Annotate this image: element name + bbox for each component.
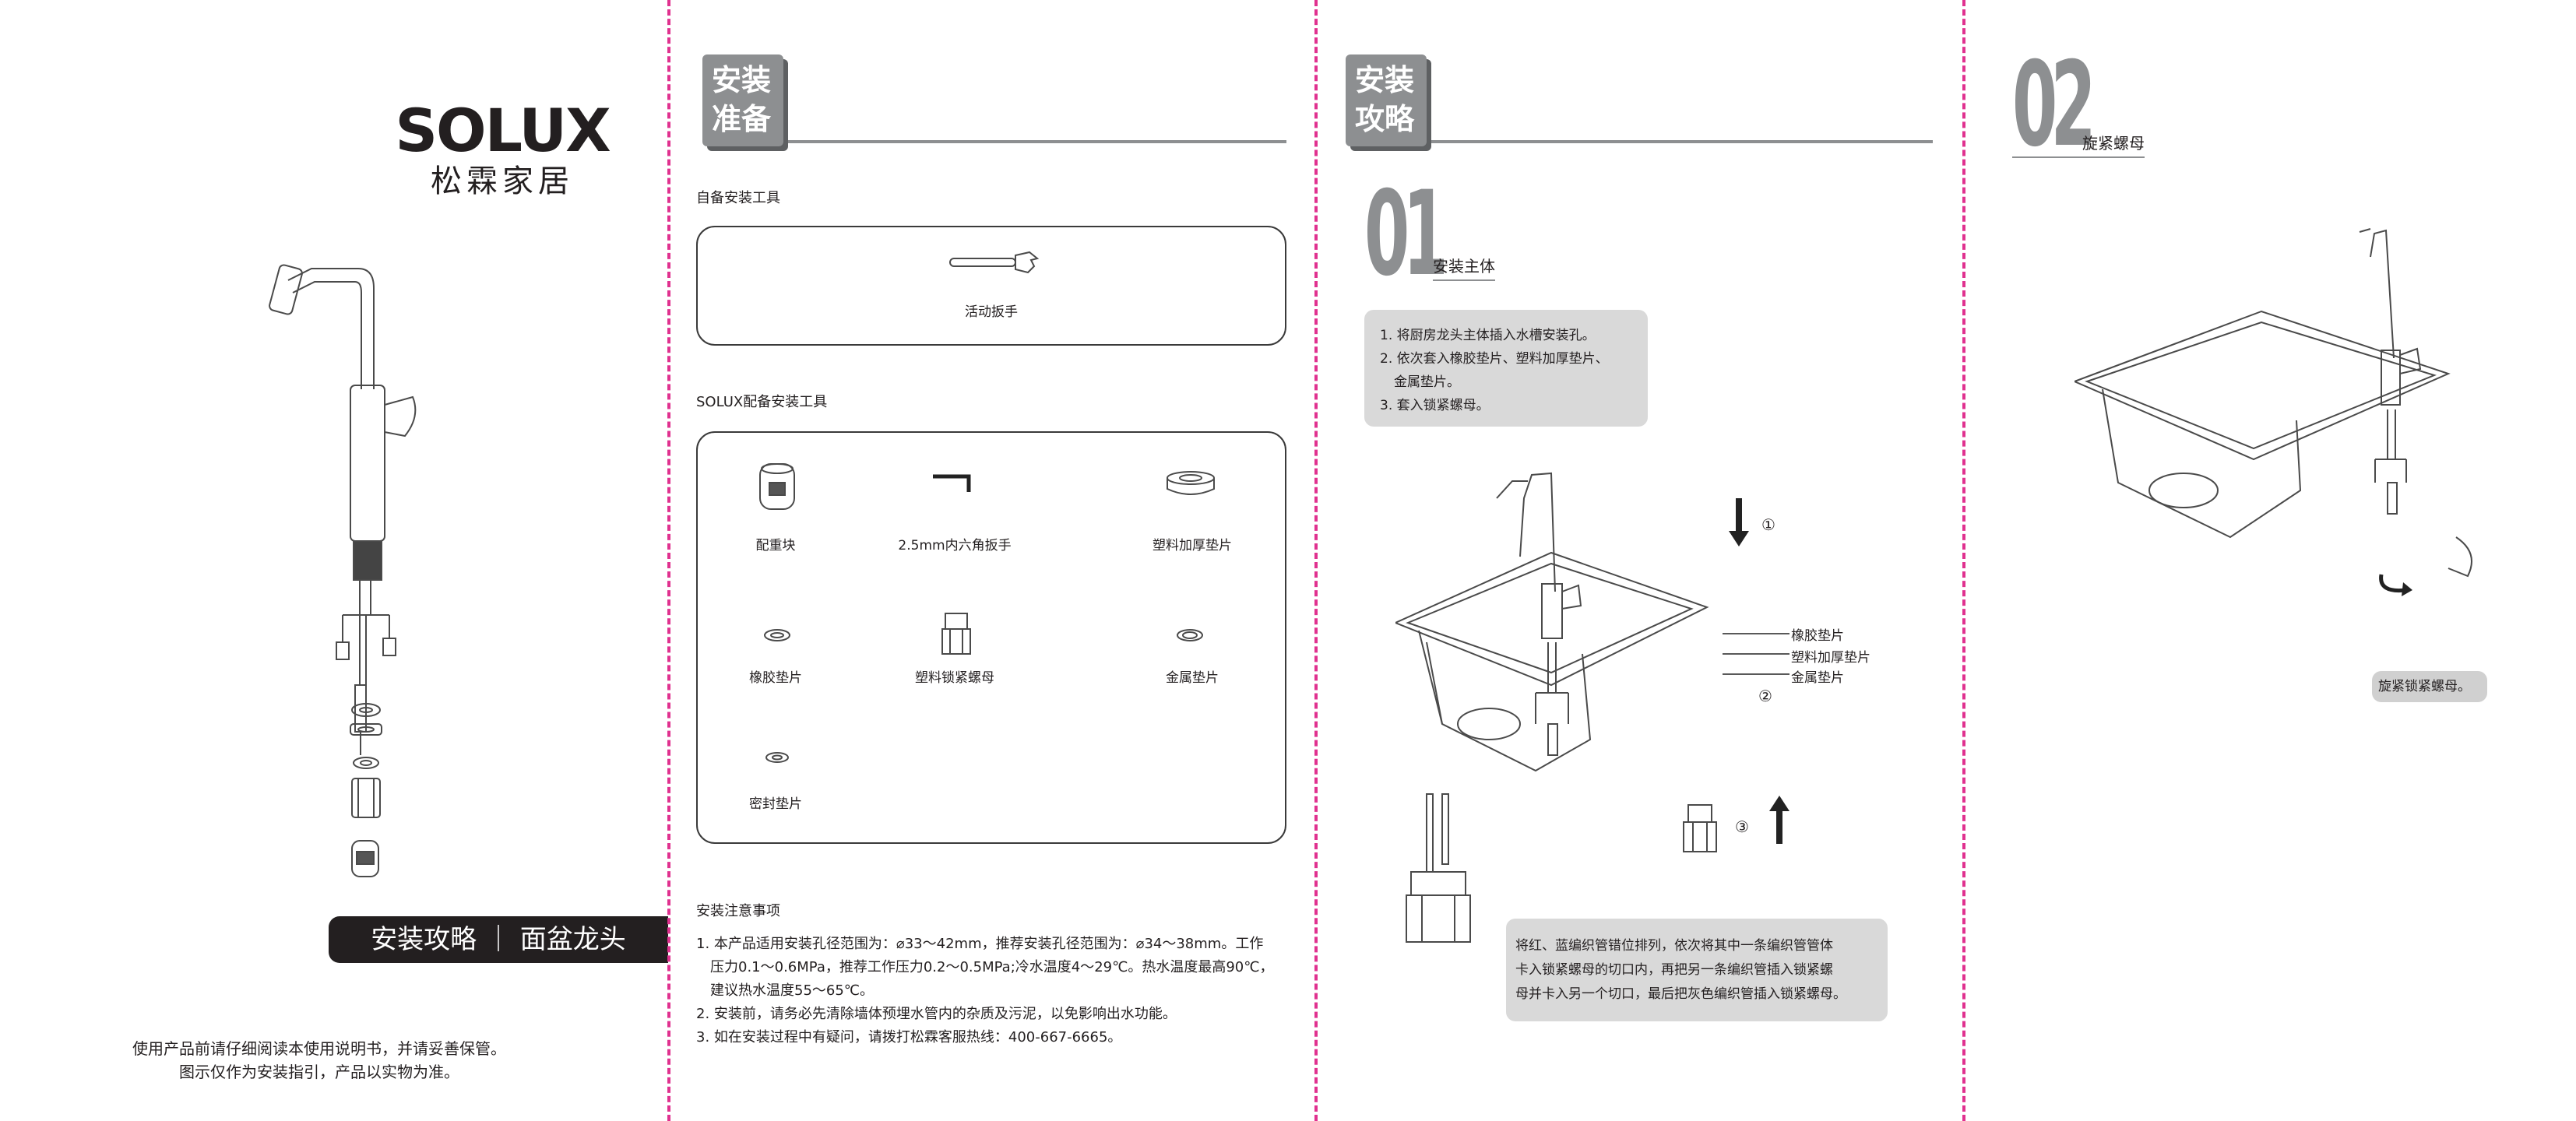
fold-line-1 <box>667 0 670 1121</box>
note-line: 压力0.1～0.6MPa，推荐工作压力0.2～0.5MPa;冷水温度4～29℃。… <box>710 959 1274 975</box>
step1-instruction: 金属垫片。 <box>1394 374 1460 390</box>
prep-panel: 安装 准备 自备安装工具 活动扳手 SOLUX配备安装工具 配重块 2.5mm内… <box>671 0 1314 1121</box>
step2-title: 旋紧螺母 <box>2012 131 2145 158</box>
prep-section-rule <box>788 140 1286 143</box>
notes-list: 1. 本产品适用安装孔径范围为：⌀33～42mm，推荐安装孔径范围为：⌀34～3… <box>696 933 1311 1049</box>
callout-metal-washer: 金属垫片 <box>1791 670 1844 686</box>
tool-label-counterweight: 配重块 <box>755 538 796 553</box>
metal-washer-icon <box>1177 629 1203 641</box>
fold-line-2 <box>1314 0 1318 1121</box>
cover-notice-line2: 图示仅作为安装指引，产品以实物为准。 <box>179 1063 459 1081</box>
marker-2: ② <box>1758 687 1772 705</box>
arrow-up-icon <box>1769 796 1789 844</box>
sink-install-illustration <box>1395 472 1709 772</box>
hose-note-line: 母并卡入另一个切口，最后把灰色编织管插入锁紧螺母。 <box>1515 986 1846 1002</box>
cover-notice: 使用产品前请仔细阅读本使用说明书，并请妥善保管。 图示仅作为安装指引，产品以实物… <box>117 1037 522 1084</box>
guide-section-tab: 安装 攻略 <box>1346 54 1427 146</box>
fold-line-3 <box>1962 0 1965 1121</box>
faucet-exploded-illustration <box>269 264 417 755</box>
tool-label-thick-gasket: 塑料加厚垫片 <box>1153 538 1232 553</box>
wrench-icon <box>949 251 1040 274</box>
step1-instruction: 1. 将厨房龙头主体插入水槽安装孔。 <box>1380 328 1596 343</box>
step1-instruction: 3. 套入锁紧螺母。 <box>1380 398 1490 413</box>
guide-step2-panel: 02 旋紧螺母 旋紧锁紧螺母。 <box>1965 0 2576 1121</box>
step1-title: 安装主体 <box>1433 254 1495 281</box>
wrench-label: 活动扳手 <box>965 304 1018 320</box>
note-line: 建议热水温度55～65℃。 <box>710 982 875 999</box>
guide-tab-line2: 攻略 <box>1355 102 1415 136</box>
hose-note-line: 将红、蓝编织管错位排列，依次将其中一条编织管管体 <box>1515 938 1833 954</box>
guide-section-rule <box>1431 140 1933 143</box>
thick-gasket-icon <box>1167 471 1215 495</box>
note-line: 1. 本产品适用安装孔径范围为：⌀33～42mm，推荐安装孔径范围为：⌀34～3… <box>696 936 1264 952</box>
rotate-arrow-icon <box>2379 574 2412 596</box>
cover-panel: SOLUX 松霖家居 <box>0 0 668 1121</box>
tool-label-metal-washer: 金属垫片 <box>1166 670 1219 686</box>
self-tools-heading: 自备安装工具 <box>696 190 780 206</box>
prep-section-tab: 安装 准备 <box>702 54 783 146</box>
lock-nut-icon <box>941 613 971 655</box>
cover-title-band: 安装攻略 ｜ 面盆龙头 <box>329 916 668 963</box>
step1-instructions-box: 1. 将厨房龙头主体插入水槽安装孔。 2. 依次套入橡胶垫片、塑料加厚垫片、 金… <box>1364 310 1648 427</box>
callout-thick-gasket: 塑料加厚垫片 <box>1791 650 1870 666</box>
tool-label-seal-washer: 密封垫片 <box>749 796 802 812</box>
hose-nut-detail-illustration <box>1406 793 1471 943</box>
arrow-down-icon <box>1729 498 1749 546</box>
tool-label-lock-nut: 塑料锁紧螺母 <box>915 670 994 686</box>
logo-cn: 松霖家居 <box>431 163 574 199</box>
seal-washer-icon <box>765 752 789 763</box>
guide-step1-panel: 安装 攻略 01 安装主体 1. 将厨房龙头主体插入水槽安装孔。 2. 依次套入… <box>1318 0 1962 1121</box>
counterweight-icon <box>759 463 795 510</box>
step2-caption: 旋紧锁紧螺母。 <box>2378 679 2471 694</box>
logo-text: SOLUX <box>395 96 611 165</box>
tool-label-hex-key: 2.5mm内六角扳手 <box>898 538 1012 553</box>
hose-note-box: 将红、蓝编织管错位排列，依次将其中一条编织管管体 卡入锁紧螺母的切口内，再把另一… <box>1506 919 1888 1021</box>
callout-leader-lines <box>1723 633 1789 675</box>
marker-1: ① <box>1761 515 1775 534</box>
step2-number: 02 <box>2012 37 2096 173</box>
cover-title: 安装攻略 ｜ 面盆龙头 <box>371 924 626 955</box>
prep-tab-line1: 安装 <box>712 63 772 97</box>
note-line: 2. 安装前，请务必先清除墙体预埋水管内的杂质及污泥，以免影响出水功能。 <box>696 1006 1177 1022</box>
step1-number: 01 <box>1364 167 1448 302</box>
solux-tools-heading: SOLUX配备安装工具 <box>696 394 828 410</box>
sink-tighten-illustration <box>2075 228 2472 578</box>
cover-notice-line1: 使用产品前请仔细阅读本使用说明书，并请妥善保管。 <box>132 1039 506 1058</box>
lock-nut-detail-icon <box>1683 804 1717 852</box>
washer-stack-illustration <box>350 703 382 877</box>
marker-3: ③ <box>1735 817 1749 836</box>
step1-instruction: 2. 依次套入橡胶垫片、塑料加厚垫片、 <box>1380 351 1609 367</box>
notes-heading: 安装注意事项 <box>696 903 780 919</box>
hose-note-line: 卡入锁紧螺母的切口内，再把另一条编织管插入锁紧螺 <box>1515 962 1833 978</box>
tool-label-rubber-washer: 橡胶垫片 <box>749 670 802 686</box>
solux-tools-box: 配重块 2.5mm内六角扳手 塑料加厚垫片 橡胶垫片 塑料锁紧螺母 金属垫片 密… <box>696 431 1286 844</box>
self-tools-box: 活动扳手 <box>696 226 1286 346</box>
hex-key-icon <box>933 474 971 492</box>
prep-tab-line2: 准备 <box>712 102 772 136</box>
callout-rubber-washer: 橡胶垫片 <box>1791 628 1844 644</box>
note-line: 3. 如在安装过程中有疑问，请拨打松霖客服热线：400-667-6665。 <box>696 1029 1122 1045</box>
guide-tab-line1: 安装 <box>1355 63 1415 97</box>
rubber-washer-icon <box>764 629 790 641</box>
brand-logo: SOLUX 松霖家居 <box>393 100 611 201</box>
step2-caption-box: 旋紧锁紧螺母。 <box>2372 671 2487 702</box>
